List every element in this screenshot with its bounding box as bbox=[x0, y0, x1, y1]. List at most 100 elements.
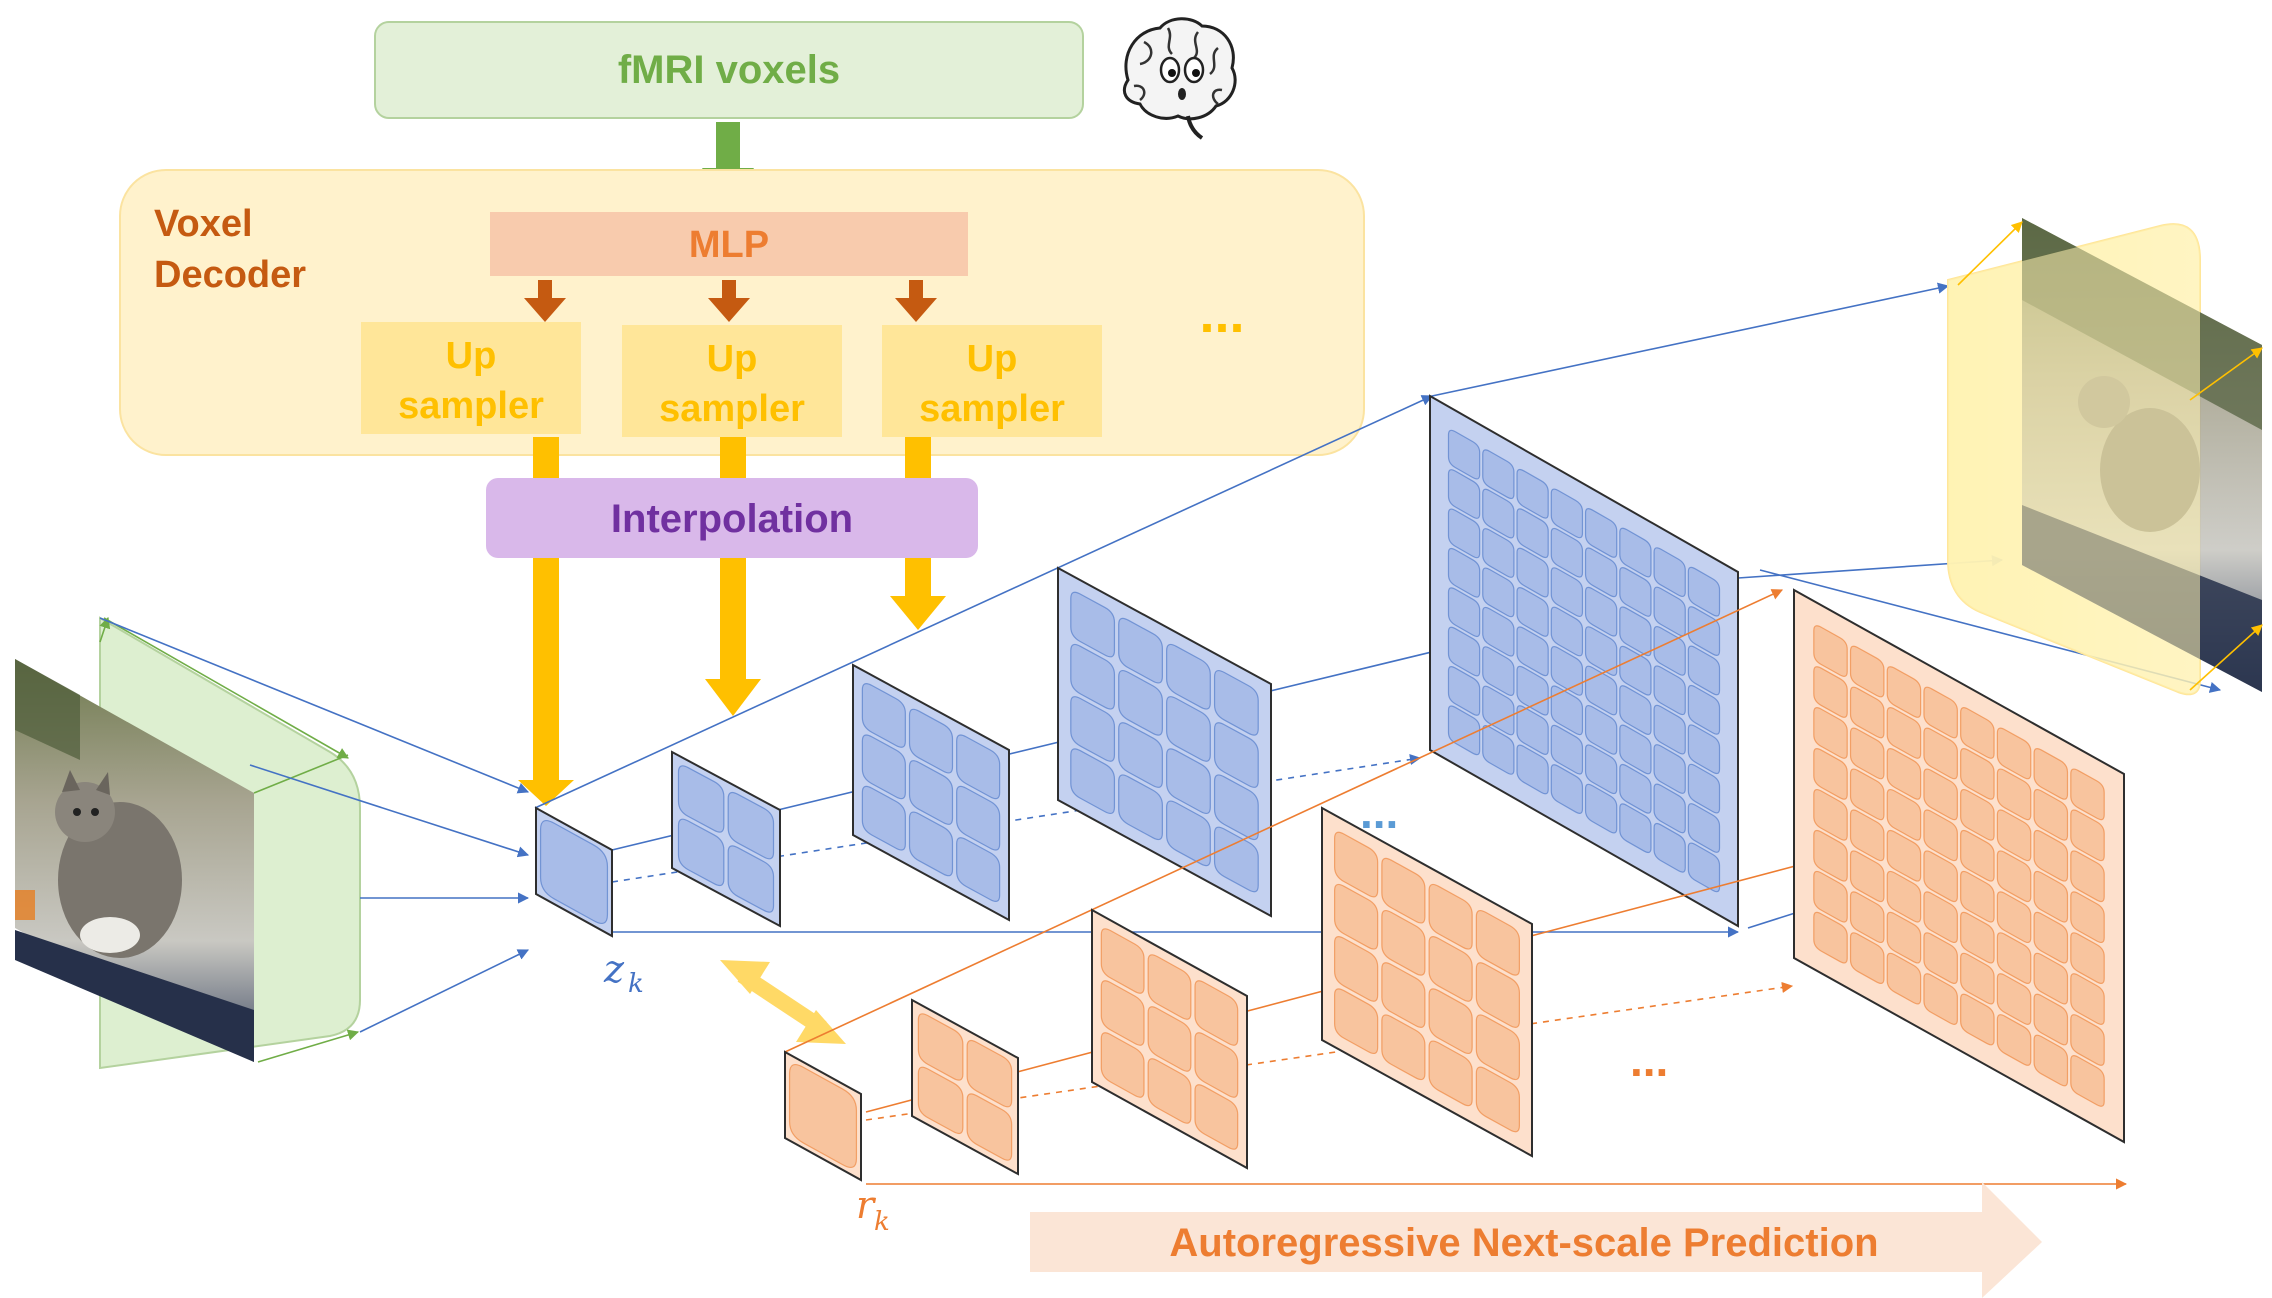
orange-token-cell bbox=[1923, 809, 1958, 862]
orange-token-cell bbox=[1849, 768, 1885, 821]
blue-token-cell bbox=[1516, 547, 1549, 598]
orange-token-cell bbox=[1813, 911, 1848, 964]
blue-token-cell bbox=[1687, 684, 1721, 735]
blue-token-cell bbox=[1687, 803, 1721, 853]
blue-token-cell bbox=[1516, 705, 1549, 755]
orange-token-cell bbox=[1147, 1058, 1192, 1124]
blue-token-cell bbox=[1482, 606, 1515, 657]
orange-token-cell bbox=[1813, 829, 1848, 882]
orange-token-cell bbox=[1100, 980, 1145, 1046]
blue-token-cell bbox=[1619, 567, 1652, 617]
zk-rk-double-arrow bbox=[720, 960, 846, 1044]
blue-token-cell bbox=[1447, 626, 1481, 677]
blue-token-cell bbox=[1550, 645, 1584, 696]
blue-token-cell bbox=[1118, 722, 1163, 788]
output-overlay-slab bbox=[1948, 224, 2200, 695]
orange-token-cell bbox=[1996, 768, 2032, 821]
blue-token-cell bbox=[1687, 842, 1721, 893]
blue-token-cell bbox=[1584, 547, 1618, 598]
orange-token-cell bbox=[1849, 932, 1885, 984]
blue-token-cell bbox=[1118, 669, 1163, 736]
orange-token-cell bbox=[1147, 954, 1192, 1020]
orange-token-cell bbox=[1475, 962, 1520, 1028]
orange-token-cell bbox=[1960, 993, 1995, 1046]
orange-token-cell bbox=[1996, 1014, 2032, 1066]
upsampler-1: Up sampler bbox=[361, 322, 581, 434]
orange-token-cell bbox=[2033, 1034, 2069, 1087]
orange-token-cell bbox=[1475, 1066, 1520, 1133]
orange-token-cell bbox=[1813, 788, 1848, 841]
orange-token-cell bbox=[2070, 850, 2105, 903]
autoregressive-arrow: Autoregressive Next-scale Prediction bbox=[1030, 1182, 2042, 1298]
blue-token-cell bbox=[956, 734, 1001, 800]
blue-token-cell bbox=[956, 837, 1001, 902]
blue-token-cell bbox=[1653, 586, 1686, 637]
r-k-symbol: r k bbox=[856, 1183, 890, 1237]
blue-token-cell bbox=[1166, 643, 1211, 710]
blue-token-cell bbox=[1070, 748, 1116, 815]
orange-token-cell bbox=[1960, 707, 1995, 759]
orange-token-cell bbox=[1960, 952, 1995, 1005]
orange-token-cell bbox=[1334, 988, 1379, 1055]
orange-token-cell bbox=[1428, 1040, 1473, 1107]
orange-token-cell bbox=[1194, 980, 1239, 1046]
orange-token-map-2 bbox=[911, 998, 1019, 1176]
blue-token-cell bbox=[1550, 527, 1584, 578]
orange-token-cell bbox=[2070, 1014, 2105, 1066]
orange-token-cell bbox=[1813, 707, 1848, 759]
blue-token-cell bbox=[1653, 665, 1686, 716]
blue-token-cell bbox=[1166, 696, 1211, 762]
orange-token-cell bbox=[1923, 973, 1958, 1025]
orange-token-cell bbox=[1849, 686, 1885, 739]
blue-token-cell bbox=[1687, 724, 1721, 775]
blue-token-cell bbox=[677, 765, 725, 833]
orange-token-cell bbox=[1886, 829, 1922, 882]
orange-token-cell bbox=[1923, 768, 1958, 821]
blue-token-cell bbox=[539, 819, 609, 925]
orange-token-cell bbox=[1849, 809, 1885, 862]
interpolation-label: Interpolation bbox=[611, 497, 853, 541]
blue-token-cell bbox=[1653, 744, 1686, 794]
blue-token-cell bbox=[1447, 508, 1481, 559]
orange-token-cell bbox=[1100, 928, 1145, 994]
orange-token-cell bbox=[1334, 883, 1379, 950]
blue-token-cell bbox=[1447, 429, 1481, 480]
blue-token-map-4 bbox=[1057, 566, 1272, 918]
blue-token-cell bbox=[1584, 626, 1618, 677]
blue-token-cell bbox=[1447, 666, 1481, 716]
blue-token-cell bbox=[1653, 783, 1686, 834]
blue-token-cell bbox=[1584, 704, 1618, 755]
blue-token-cell bbox=[1482, 488, 1515, 539]
z-k-symbol: z k bbox=[603, 947, 644, 999]
blue-token-cell bbox=[1584, 744, 1618, 795]
blue-token-cell bbox=[1482, 567, 1515, 618]
orange-token-cell bbox=[1334, 831, 1379, 898]
blue-token-cell bbox=[1550, 567, 1584, 618]
orange-token-cell bbox=[1960, 911, 1995, 964]
blue-token-cell bbox=[1550, 685, 1584, 736]
orange-token-map-5 bbox=[1793, 588, 2125, 1144]
orange-token-cell bbox=[1428, 883, 1473, 950]
orange-token-cell bbox=[1886, 788, 1922, 841]
blue-token-cell bbox=[1619, 803, 1652, 854]
orange-token-cell bbox=[1147, 1006, 1192, 1072]
blue-token-cell bbox=[1653, 822, 1686, 873]
orange-token-cell bbox=[1849, 891, 1885, 944]
blue-token-cell bbox=[1516, 587, 1549, 637]
orange-token-cell bbox=[1960, 788, 1995, 841]
upsampler-ellipsis: ... bbox=[1199, 284, 1244, 344]
orange-token-cell bbox=[2033, 993, 2069, 1046]
orange-token-cell bbox=[1923, 850, 1958, 903]
blue-token-cell bbox=[1516, 508, 1549, 559]
blue-token-cell bbox=[1550, 764, 1584, 814]
upsampler-3: Up sampler bbox=[882, 325, 1102, 437]
svg-text:r: r bbox=[856, 1183, 877, 1227]
blue-token-cell bbox=[1213, 722, 1259, 788]
orange-token-cell bbox=[1923, 891, 1958, 944]
orange-token-cell bbox=[1886, 748, 1922, 800]
blue-token-map-3 bbox=[852, 663, 1010, 922]
orange-token-cell bbox=[2033, 829, 2069, 882]
orange-token-cell bbox=[1849, 727, 1885, 780]
blue-token-map-1 bbox=[535, 806, 613, 938]
